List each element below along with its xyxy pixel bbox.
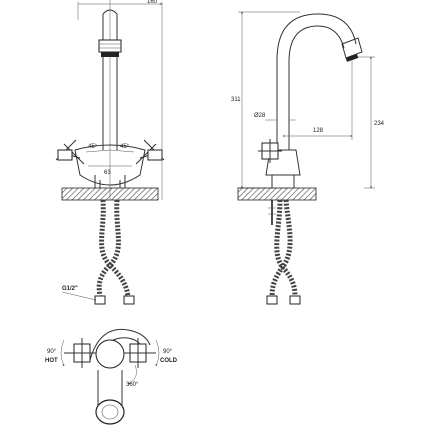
aerator	[98, 39, 122, 53]
side-view: 311 234 Ø28 128	[231, 11, 385, 305]
side-body	[265, 149, 301, 176]
side-hoses	[269, 199, 298, 301]
swivel-arc-outer	[89, 328, 151, 361]
side-cross-handle	[258, 139, 282, 163]
top-hot-handle	[64, 338, 96, 368]
front-top-dimension: 160	[147, 0, 158, 5]
left-angle-label: 45°	[88, 144, 98, 150]
top-view: 90° HOT 90° COLD 360°	[45, 328, 178, 425]
mixer-body	[74, 144, 146, 186]
top-cold-handle	[124, 338, 156, 368]
thread-size-label: G1/2"	[62, 286, 78, 292]
front-view: 160 45° 45° 63	[55, 0, 165, 305]
right-angle-label: 45°	[120, 144, 130, 150]
spacing-dimension: 63	[104, 170, 111, 176]
gooseneck-spout	[276, 13, 357, 150]
cold-angle-label: 90°	[163, 349, 173, 355]
right-cross-handle	[135, 139, 165, 165]
height-dimension: 311	[231, 97, 241, 103]
side-countertop	[237, 187, 317, 201]
hot-label: HOT	[45, 358, 58, 364]
reach-dimension: 128	[313, 128, 324, 134]
left-cross-handle	[55, 139, 85, 165]
diameter-dimension: Ø28	[254, 113, 266, 119]
front-countertop	[61, 187, 159, 201]
hot-angle-label: 90°	[47, 349, 57, 355]
swivel-angle-label: 360°	[126, 382, 139, 388]
front-hoses	[96, 199, 131, 301]
top-body	[95, 339, 125, 369]
spout-height-dimension: 234	[374, 121, 385, 127]
front-spout-pipe	[102, 14, 118, 40]
top-spout	[97, 370, 123, 405]
cold-label: COLD	[160, 358, 178, 364]
